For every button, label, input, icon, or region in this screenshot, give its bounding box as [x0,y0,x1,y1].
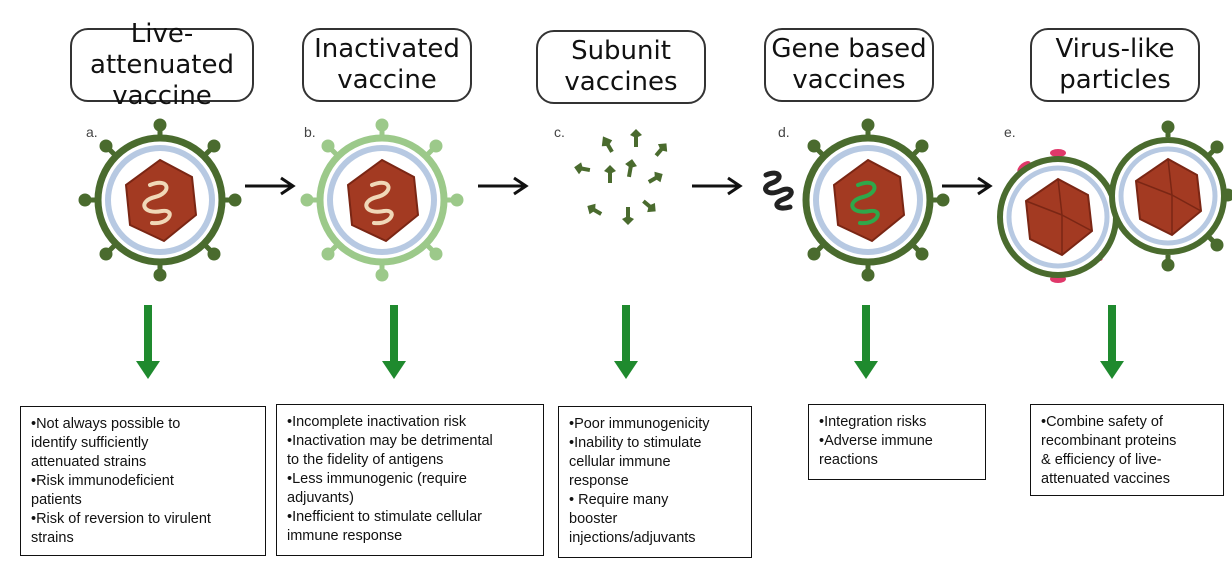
down-arrow-inactivated [382,305,406,379]
column-live-attenuated: Live-attenuated vaccine a. •Not always p… [0,0,266,566]
note-line: to the fidelity of antigens [287,452,444,468]
down-arrow-live [136,305,160,379]
down-arrow-gene-based [854,305,878,379]
panel-letter-e: e. [1004,124,1016,140]
note-line: •Inactivation may be detrimental [287,433,493,449]
note-line: patients [31,492,82,508]
note-line: cellular immune [569,454,671,470]
gene-based-virus-particle [802,118,950,282]
notes-subunit: •Poor immunogenicity •Inability to stimu… [558,406,752,558]
title-vlp: Virus-like particles [1030,28,1200,102]
column-subunit: Subunit vaccines c. •Poor immunogenicity… [0,0,752,566]
note-line: •Incomplete inactivation risk [287,414,467,430]
title-gene-based: Gene based vaccines [764,28,934,102]
note-line: •Less immunogenic (require [287,471,467,487]
subunit-proteins-illustration [574,129,668,225]
note-line: & efficiency of live- [1041,452,1162,468]
note-line: adjuvants) [287,490,354,506]
notes-inactivated: •Incomplete inactivation risk •Inactivat… [276,404,544,556]
flow-arrow-4 [942,176,993,196]
live-virus-illustration [78,118,242,282]
note-line: attenuated vaccines [1041,471,1170,487]
gene-based-illustration [763,118,950,282]
note-line: •Integration risks [819,414,927,430]
dna-coil [763,170,794,211]
flow-arrow-2 [478,176,529,196]
note-line: •Combine safety of [1041,414,1163,430]
notes-vlp: •Combine safety of recombinant proteins … [1030,404,1224,496]
note-line: •Risk of reversion to virulent [31,511,211,527]
note-line: •Risk immunodeficient [31,473,174,489]
note-line: •Adverse immune [819,433,933,449]
note-line: recombinant proteins [1041,433,1177,449]
panel-letter-b: b. [304,124,316,140]
note-line: booster [569,511,618,527]
notes-gene-based: •Integration risks •Adverse immune react… [808,404,986,480]
flow-arrow-1 [245,176,296,196]
note-line: reactions [819,452,878,468]
note-line: attenuated strains [31,454,147,470]
note-line: identify sufficiently [31,435,149,451]
column-gene-based: Gene based vaccines d. •Integration risk… [0,0,986,566]
note-line: •Inability to stimulate [569,435,702,451]
column-inactivated: Inactivated vaccine b. •Incomplete inact… [0,0,544,566]
title-subunit: Subunit vaccines [536,30,706,104]
note-line: strains [31,530,74,546]
subunit-protein-fragments [574,129,668,225]
note-line: immune response [287,528,403,544]
title-inactivated: Inactivated vaccine [302,28,472,102]
note-line: •Inefficient to stimulate cellular [287,509,483,525]
note-line: response [569,473,629,489]
down-arrow-subunit [614,305,638,379]
vlp-particle-right [1109,120,1232,272]
note-line: •Not always possible to [31,416,181,432]
vlp-illustration [997,120,1232,283]
notes-live-attenuated: •Not always possible to identify suffici… [20,406,266,556]
note-line: •Poor immunogenicity [569,416,710,432]
panel-letter-a: a. [86,124,98,140]
flow-arrow-3 [692,176,743,196]
inactivated-virus-illustration [300,118,464,282]
panel-letter-d: d. [778,124,790,140]
vlp-particle-left [997,149,1119,283]
inactivated-virus-particle [300,118,464,282]
down-arrow-vlp [1100,305,1124,379]
note-line: injections/adjuvants [569,530,696,546]
panel-letter-c: c. [554,124,565,140]
note-line: • Require many [569,492,669,508]
live-virus-particle [78,118,242,282]
